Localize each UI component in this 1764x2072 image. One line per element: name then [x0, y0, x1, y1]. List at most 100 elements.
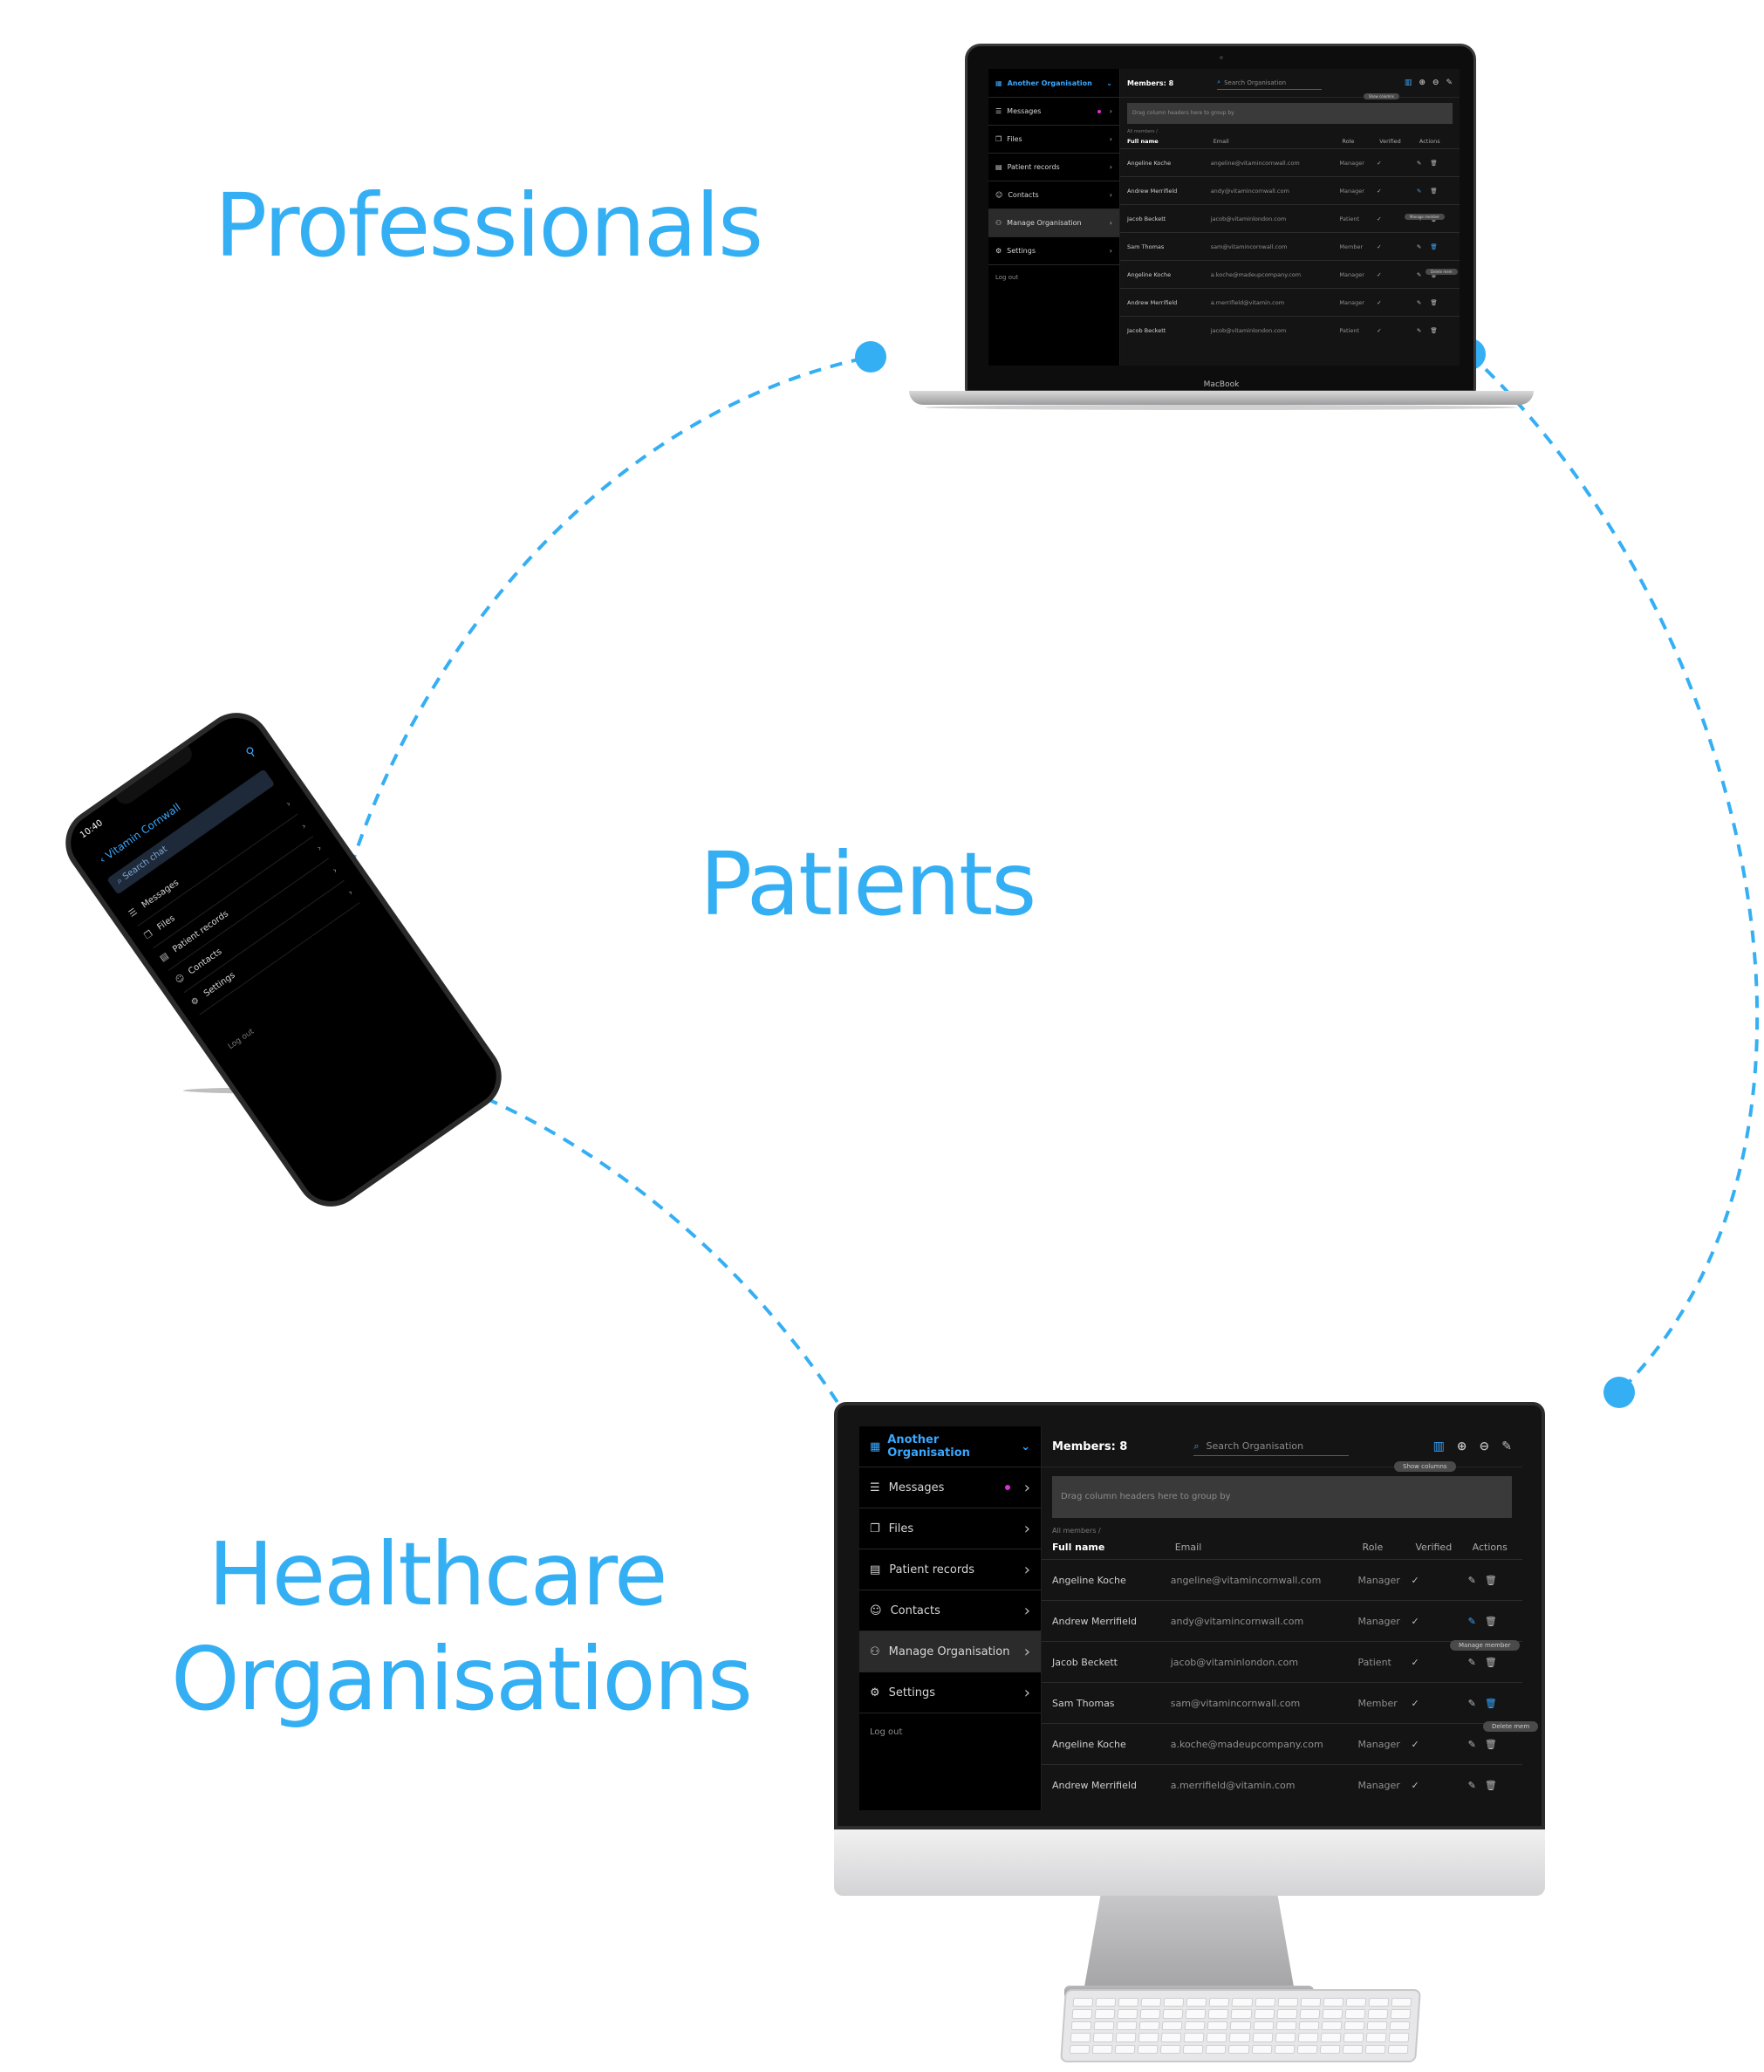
patient-records-icon: ▤	[995, 163, 1002, 171]
chevron-right-icon: ›	[315, 843, 324, 853]
trash-icon[interactable]: 🗑	[1430, 159, 1438, 167]
nav-item-manage-organisation[interactable]: ⚇Manage Organisation›	[859, 1631, 1041, 1672]
keyboard-key	[1163, 1998, 1185, 2007]
org-switcher[interactable]: ▦ Another Organisation ⌄	[859, 1426, 1041, 1467]
keyboard-key	[1277, 1998, 1298, 2007]
add-member-icon[interactable]: ⊕	[1419, 79, 1426, 87]
trash-icon[interactable]: 🗑	[1484, 1615, 1497, 1627]
keyboard-key	[1072, 1998, 1094, 2007]
headline-healthcare: Healthcare Organisations	[171, 1522, 753, 1732]
group-by-dropzone[interactable]: Drag column headers here to group by	[1052, 1476, 1512, 1518]
keyboard-key	[1138, 2021, 1160, 2031]
edit-icon[interactable]: ✎	[1467, 1697, 1476, 1709]
monitor-chin	[834, 1829, 1545, 1896]
trash-icon[interactable]: 🗑	[1430, 326, 1438, 334]
remove-member-icon[interactable]: ⊖	[1479, 1439, 1490, 1453]
column-header-verified[interactable]: Verified	[1415, 1541, 1453, 1553]
trash-icon[interactable]: 🗑	[1430, 298, 1438, 306]
edit-icon[interactable]: ✎	[1467, 1615, 1476, 1627]
profile-icon[interactable]: ⚲	[243, 743, 259, 761]
cell-email: andy@vitamincornwall.com	[1169, 1600, 1357, 1642]
add-member-icon[interactable]: ⊕	[1456, 1439, 1467, 1453]
trash-icon[interactable]: 🗑	[1484, 1574, 1497, 1586]
trash-icon[interactable]: 🗑	[1484, 1656, 1497, 1668]
keyboard-key	[1231, 1998, 1253, 2007]
edit-icon[interactable]: ✎	[1416, 159, 1422, 167]
edit-icon[interactable]: ✎	[1416, 326, 1422, 334]
nav-item-messages[interactable]: ☰Messages›	[988, 98, 1119, 126]
cell-role: Manager	[1338, 288, 1377, 317]
nav-item-files[interactable]: ❐Files›	[988, 126, 1119, 154]
columns-icon[interactable]: ▥	[1404, 79, 1412, 87]
keyboard-key	[1186, 1998, 1207, 2007]
edit-icon[interactable]: ✎	[1416, 298, 1422, 306]
column-header-email[interactable]: Email	[1174, 1541, 1202, 1553]
search-input[interactable]: ⌕ Search Organisation	[1193, 1438, 1350, 1456]
search-input[interactable]: ⌕ Search Organisation	[1217, 77, 1323, 90]
keyboard-key	[1365, 2033, 1387, 2042]
nav-item-manage-organisation[interactable]: ⚇Manage Organisation›	[988, 209, 1119, 237]
laptop-base	[909, 391, 1534, 405]
headline-healthcare-line2: Organisations	[171, 1628, 753, 1730]
chevron-right-icon: ›	[284, 798, 293, 810]
nav-item-settings[interactable]: ⚙Settings›	[859, 1672, 1041, 1713]
keyboard-key	[1255, 1998, 1275, 2007]
edit-icon[interactable]: ✎	[1467, 1779, 1476, 1791]
trash-icon[interactable]: 🗑	[1430, 243, 1438, 250]
row-actions: ✎🗑	[1467, 1559, 1522, 1601]
edit-icon[interactable]: ✎	[1501, 1439, 1512, 1453]
edit-icon[interactable]: ✎	[1467, 1738, 1476, 1750]
keyboard-key	[1388, 2033, 1410, 2042]
nav-item-patient-records[interactable]: ▤Patient records›	[859, 1549, 1041, 1590]
nav-item-contacts[interactable]: ☺Contacts›	[859, 1590, 1041, 1631]
search-icon: ⌕	[1217, 79, 1221, 85]
trash-icon[interactable]: 🗑	[1484, 1738, 1497, 1750]
column-header-actions: Actions	[1472, 1541, 1508, 1553]
column-header-role[interactable]: Role	[1342, 138, 1355, 145]
columns-icon[interactable]: ▥	[1432, 1439, 1445, 1453]
remove-member-icon[interactable]: ⊖	[1432, 79, 1439, 87]
nav-item-settings[interactable]: ⚙Settings›	[988, 237, 1119, 265]
trash-icon[interactable]: 🗑	[1484, 1697, 1497, 1709]
keyboard-key	[1115, 2033, 1137, 2042]
logout-link[interactable]: Log out	[995, 274, 1019, 281]
phone-nav-label: Files	[155, 913, 177, 933]
nav-item-patient-records[interactable]: ▤Patient records›	[988, 154, 1119, 181]
nav-item-messages[interactable]: ☰Messages›	[859, 1467, 1041, 1508]
column-header-full-name[interactable]: Full name	[1127, 138, 1159, 145]
edit-icon[interactable]: ✎	[1467, 1656, 1476, 1668]
trash-icon[interactable]: 🗑	[1484, 1779, 1497, 1791]
chevron-right-icon: ›	[1109, 107, 1112, 115]
edit-icon[interactable]: ✎	[1416, 187, 1422, 195]
org-switcher[interactable]: ▦ Another Organisation ⌄	[988, 69, 1119, 98]
logout-link[interactable]: Log out	[870, 1727, 903, 1737]
edit-icon[interactable]: ✎	[1416, 243, 1422, 250]
edit-icon[interactable]: ✎	[1416, 270, 1422, 278]
column-header-role[interactable]: Role	[1362, 1541, 1384, 1553]
column-header-full-name[interactable]: Full name	[1052, 1541, 1105, 1553]
keyboard-key	[1391, 1998, 1412, 2007]
trash-icon[interactable]: 🗑	[1430, 187, 1438, 195]
edit-icon[interactable]: ✎	[1467, 1574, 1476, 1586]
group-by-dropzone[interactable]: Drag column headers here to group by	[1127, 103, 1453, 124]
nav-item-files[interactable]: ❐Files›	[859, 1508, 1041, 1549]
cell-role: Manager	[1357, 1723, 1411, 1765]
phone-logout-link[interactable]: Log out	[226, 1027, 256, 1052]
column-header-email[interactable]: Email	[1213, 138, 1229, 145]
nav-item-contacts[interactable]: ☺Contacts›	[988, 181, 1119, 209]
edit-icon[interactable]: ✎	[1446, 79, 1453, 87]
column-header-verified[interactable]: Verified	[1379, 138, 1401, 145]
